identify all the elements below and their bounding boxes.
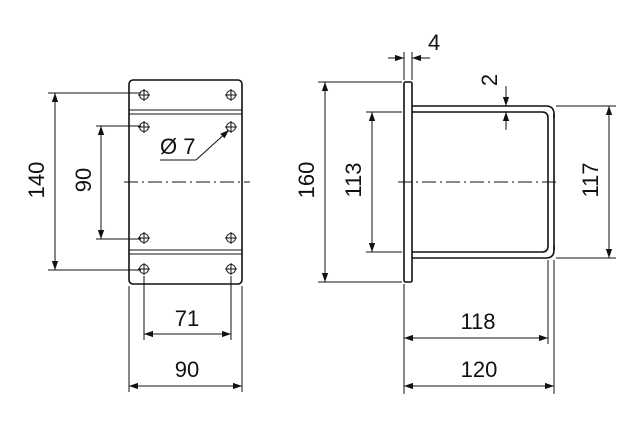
mounting-hole <box>138 263 150 275</box>
dim-label-120: 120 <box>461 357 498 382</box>
tube-top-inner <box>412 111 549 119</box>
mounting-hole <box>138 232 150 244</box>
dim-label-90-horizontal: 90 <box>175 357 199 382</box>
dim-label-160: 160 <box>294 162 319 199</box>
dim-label-90-vertical: 90 <box>71 168 96 192</box>
mounting-hole <box>225 121 237 133</box>
dim-label-71: 71 <box>175 306 199 331</box>
side-view: 160 113 117 4 2 118 120 <box>294 30 616 394</box>
mounting-hole <box>225 232 237 244</box>
tube-top-wall <box>412 105 555 118</box>
hole-leader-line <box>195 129 230 161</box>
mounting-hole <box>225 263 237 275</box>
tube-bottom-inner <box>412 245 549 253</box>
tube-bottom-wall <box>412 246 555 259</box>
mounting-hole <box>225 89 237 101</box>
dim-label-2: 2 <box>477 74 502 86</box>
dim-label-118: 118 <box>460 309 495 334</box>
dim-label-140: 140 <box>24 162 49 199</box>
mounting-hole <box>138 89 150 101</box>
dim-label-113: 113 <box>341 162 366 197</box>
dim-label-117: 117 <box>578 162 603 197</box>
dim-label-4: 4 <box>428 30 440 55</box>
front-view: Ø 7 140 90 71 90 <box>24 79 250 392</box>
mounting-hole <box>138 121 150 133</box>
hole-diameter-label: Ø 7 <box>160 134 195 159</box>
